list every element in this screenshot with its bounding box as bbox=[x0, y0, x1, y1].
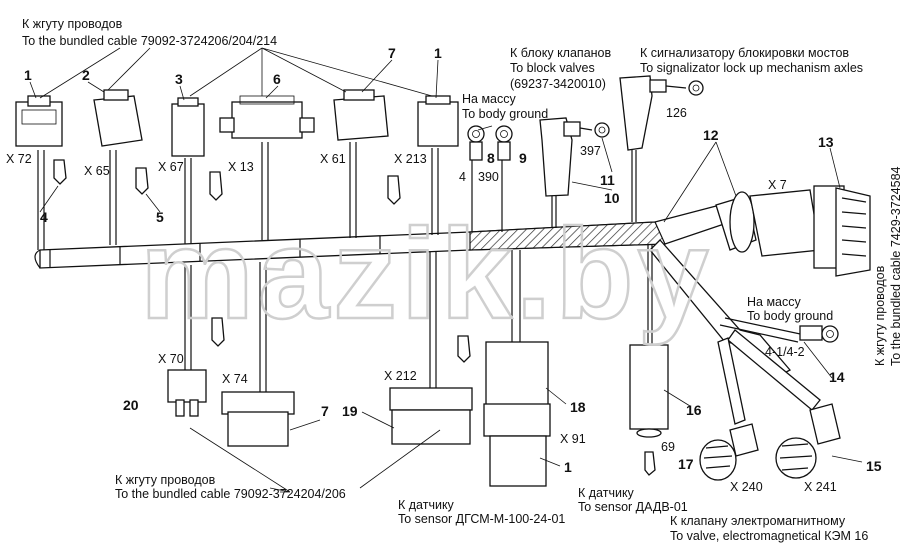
connector-x67 bbox=[171, 97, 205, 157]
connector-x72 bbox=[15, 95, 63, 147]
connector-x70 bbox=[167, 369, 207, 417]
sensor-connector-18 bbox=[483, 341, 551, 487]
caption-ground-right-ru: На массу bbox=[747, 295, 801, 309]
branch-wires-up bbox=[37, 142, 637, 250]
block-valves-plug bbox=[539, 117, 610, 197]
branch-wires-down bbox=[184, 245, 653, 392]
code-x13: X 13 bbox=[228, 160, 254, 174]
ground-terminals-top bbox=[467, 125, 513, 161]
code-x7: X 7 bbox=[768, 178, 787, 192]
code-x212: X 212 bbox=[384, 369, 417, 383]
main-harness bbox=[34, 204, 821, 425]
caption-ground-right-en: To body ground bbox=[747, 309, 833, 323]
code-x65: X 65 bbox=[84, 164, 110, 178]
caption-top-left-ru: К жгуту проводов bbox=[22, 17, 123, 31]
code-x241: X 241 bbox=[804, 480, 837, 494]
callout-16: 16 bbox=[686, 402, 702, 418]
sensor-plug-16 bbox=[629, 344, 669, 438]
code-x213: X 213 bbox=[394, 152, 427, 166]
caption-valves-code: (69237-3420010) bbox=[510, 77, 606, 91]
callout-5: 5 bbox=[156, 209, 164, 225]
connector-x74 bbox=[221, 391, 295, 447]
caption-right-vertical-ru: К жгуту проводов bbox=[873, 265, 887, 366]
connector-x241 bbox=[775, 403, 841, 479]
caption-ground-top-ru: На массу bbox=[462, 92, 516, 106]
caption-sensor1-ru: К датчику bbox=[398, 498, 455, 512]
callout-2: 2 bbox=[82, 67, 90, 83]
caption-ground-top-en: To body ground bbox=[462, 107, 548, 121]
caption-sensor2-en: To sensor ДАДВ-01 bbox=[578, 500, 688, 514]
code-x74: X 74 bbox=[222, 372, 248, 386]
caption-valves-ru: К блоку клапанов bbox=[510, 46, 612, 60]
code-x61: X 61 bbox=[320, 152, 346, 166]
caption-right-vertical-en: To the bundled cable 7429-3724584 bbox=[889, 166, 903, 366]
connector-x212 bbox=[389, 387, 473, 445]
callout-20: 20 bbox=[123, 397, 139, 413]
code-x72: X 72 bbox=[6, 152, 32, 166]
callout-14: 14 bbox=[829, 369, 845, 385]
callout-17: 17 bbox=[678, 456, 694, 472]
callout-12: 12 bbox=[703, 127, 719, 143]
caption-valve-ru: К клапану электромагнитному bbox=[670, 514, 846, 528]
wire-code-4: 4 bbox=[459, 170, 466, 184]
connector-x13 bbox=[219, 95, 315, 139]
callout-1c: 1 bbox=[564, 459, 572, 475]
caption-axles-en: To signalizator lock up mechanism axles bbox=[640, 61, 863, 75]
wire-code-390: 390 bbox=[478, 170, 499, 184]
connector-x61 bbox=[333, 89, 389, 141]
callout-18: 18 bbox=[570, 399, 586, 415]
axle-lock-plug bbox=[619, 75, 704, 151]
caption-axles-ru: К сигнализатору блокировки мостов bbox=[640, 46, 849, 60]
captions: К жгуту проводов To the bundled cable 79… bbox=[22, 17, 903, 543]
callout-7b: 7 bbox=[321, 403, 329, 419]
connector-x213 bbox=[417, 95, 459, 147]
callout-10: 10 bbox=[604, 190, 620, 206]
callout-4: 4 bbox=[40, 209, 48, 225]
connector-codes: X 72 X 65 X 67 X 13 X 61 X 213 X 7 X 70 … bbox=[6, 152, 837, 494]
callout-numbers: 1 2 3 6 7 1 4 5 8 9 11 10 12 13 14 15 16… bbox=[24, 45, 882, 475]
code-x67: X 67 bbox=[158, 160, 184, 174]
callout-6: 6 bbox=[273, 71, 281, 87]
caption-valves-en: To block valves bbox=[510, 61, 595, 75]
code-x240: X 240 bbox=[730, 480, 763, 494]
caption-top-left-en: To the bundled cable 79092-3724206/204/2… bbox=[22, 34, 277, 48]
caption-bottom-left-ru: К жгуту проводов bbox=[115, 473, 216, 487]
connector-x240 bbox=[699, 423, 759, 481]
callout-19: 19 bbox=[342, 403, 358, 419]
wire-code-4-1-4-2: 4-1/4-2 bbox=[765, 345, 805, 359]
callout-9: 9 bbox=[519, 150, 527, 166]
watermark: mazik.by bbox=[140, 203, 713, 346]
ground-terminal-right bbox=[799, 325, 839, 343]
callout-3: 3 bbox=[175, 71, 183, 87]
callout-15: 15 bbox=[866, 458, 882, 474]
callout-1a: 1 bbox=[24, 67, 32, 83]
callout-8: 8 bbox=[487, 150, 495, 166]
wire-code-397: 397 bbox=[580, 144, 601, 158]
terminals bbox=[53, 159, 656, 476]
connector-x7 bbox=[715, 185, 871, 277]
code-x91: X 91 bbox=[560, 432, 586, 446]
callout-13: 13 bbox=[818, 134, 834, 150]
code-x70: X 70 bbox=[158, 352, 184, 366]
wire-codes: 4 390 397 126 69 4-1/4-2 bbox=[459, 106, 805, 454]
caption-sensor2-ru: К датчику bbox=[578, 486, 635, 500]
callout-11: 11 bbox=[600, 172, 615, 188]
wire-code-69: 69 bbox=[661, 440, 675, 454]
caption-valve-en: To valve, electromagnetical КЭМ 16 bbox=[670, 529, 868, 543]
connector-x65 bbox=[93, 89, 143, 147]
caption-bottom-left-en: To the bundled cable 79092-3724204/206 bbox=[115, 487, 346, 501]
callout-1b: 1 bbox=[434, 45, 442, 61]
callout-7a: 7 bbox=[388, 45, 396, 61]
wire-code-126: 126 bbox=[666, 106, 687, 120]
caption-sensor1-en: To sensor ДГСМ-М-100-24-01 bbox=[398, 512, 565, 526]
leader-lines bbox=[29, 47, 863, 493]
